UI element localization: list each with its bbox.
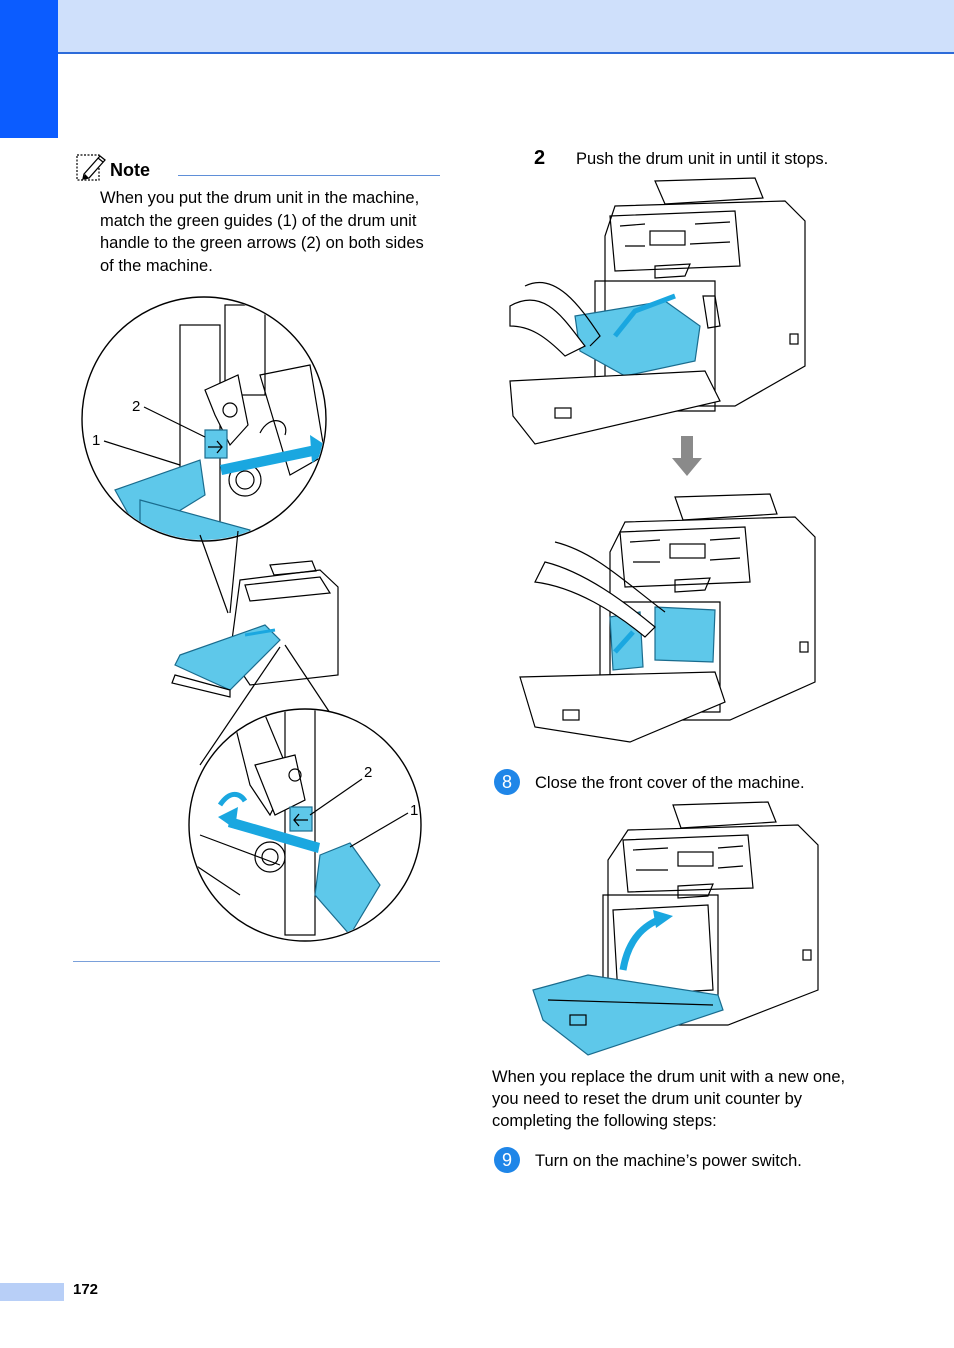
step-8-badge: 8 — [494, 769, 520, 795]
step-9-badge: 9 — [494, 1147, 520, 1173]
note-end-divider — [73, 961, 440, 962]
note-pencil-icon — [76, 154, 106, 181]
drum-unit-guides-illustration: 2 1 2 1 — [81, 296, 422, 942]
note-title: Note — [110, 160, 150, 180]
callout-2-top: 2 — [132, 398, 140, 415]
callout-1-bottom: 1 — [410, 802, 418, 819]
step-9-text: Turn on the machine’s power switch. — [535, 1152, 802, 1170]
header-band — [0, 0, 954, 54]
footer-tab — [0, 1283, 64, 1301]
step-8-text: Close the front cover of the machine. — [535, 774, 805, 792]
note-divider — [178, 175, 440, 176]
note-body: When you put the drum unit in the machin… — [100, 189, 424, 275]
sub-step-number: 2 — [534, 147, 546, 169]
drum-unit-installed-illustration — [519, 493, 816, 743]
chapter-tab — [0, 0, 58, 138]
sub-step-text: Push the drum unit in until it stops. — [576, 150, 829, 168]
push-drum-unit-illustration — [509, 177, 806, 445]
reset-counter-paragraph: When you replace the drum unit with a ne… — [492, 1068, 846, 1130]
callout-1-top: 1 — [92, 432, 100, 449]
close-front-cover-illustration — [532, 801, 819, 1056]
callout-2-bottom: 2 — [364, 764, 372, 781]
page-number: 172 — [73, 1281, 99, 1298]
down-arrow-icon — [672, 436, 702, 476]
